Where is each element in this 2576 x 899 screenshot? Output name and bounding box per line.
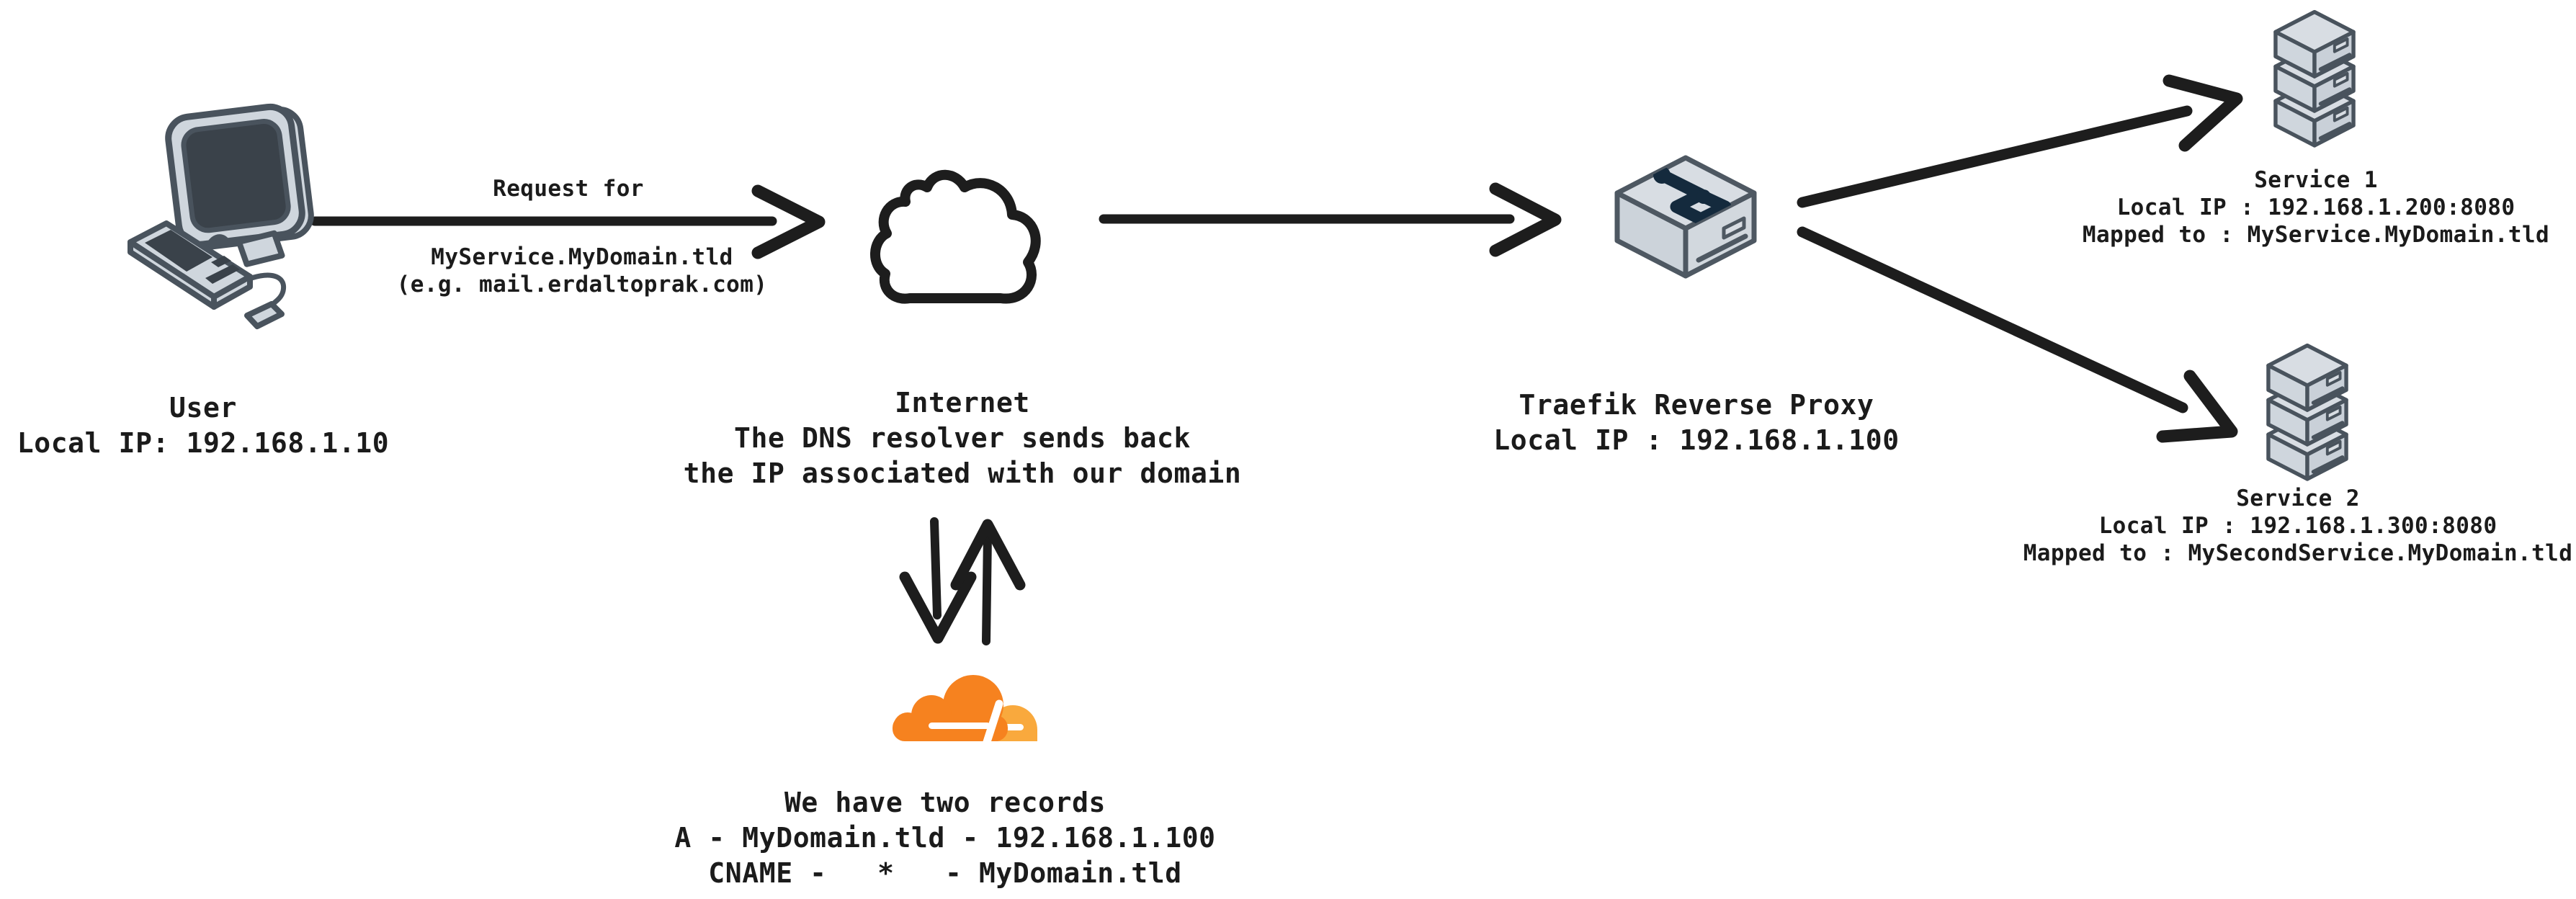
arrow-user-to-internet [310,184,826,259]
computer-icon [128,103,314,329]
cloudflare-label: We have two records A - MyDomain.tld - 1… [674,785,1215,891]
internet-title: Internet [895,387,1030,419]
cloud-icon [870,169,1041,304]
traefik-ip: Local IP : 192.168.1.100 [1493,424,1900,456]
cloudflare-records-title: We have two records [784,787,1106,818]
traefik-title: Traefik Reverse Proxy [1519,389,1874,421]
request-label-top: Request for [493,175,644,202]
internet-label: Internet The DNS resolver sends back the… [684,385,1242,491]
request-for-text: Request for [493,176,644,202]
server-stack-icon-service2 [2253,344,2361,481]
server-stack-icon-service1 [2260,11,2369,148]
service2-label: Service 2 Local IP : 192.168.1.300:8080 … [2023,485,2573,567]
cloudflare-record-a: A - MyDomain.tld - 192.168.1.100 [674,822,1216,854]
arrow-traefik-to-service1 [1797,74,2243,208]
traefik-label: Traefik Reverse Proxy Local IP : 192.168… [1493,388,1899,458]
traefik-icon [1614,155,1757,279]
service1-mapped: Mapped to : MyService.MyDomain.tld [2082,222,2550,248]
service1-label: Service 1 Local IP : 192.168.1.200:8080 … [2083,166,2549,249]
user-ip: Local IP: 192.168.1.10 [17,427,390,459]
arrow-cloudflare-to-internet [950,519,1026,645]
internet-desc-2: the IP associated with our domain [683,457,1242,489]
service1-title: Service 1 [2254,167,2378,193]
arrow-internet-to-cloudflare [899,517,977,644]
request-label-bottom: MyService.MyDomain.tld (e.g. mail.erdalt… [397,243,768,298]
service1-ip: Local IP : 192.168.1.200:8080 [2116,194,2515,220]
internet-desc-1: The DNS resolver sends back [734,422,1191,454]
arrow-internet-to-traefik [1099,182,1562,257]
service2-title: Service 2 [2236,486,2360,511]
user-title: User [169,392,237,424]
service2-mapped: Mapped to : MySecondService.MyDomain.tld [2023,540,2573,566]
service2-ip: Local IP : 192.168.1.300:8080 [2098,513,2497,539]
user-label: User Local IP: 192.168.1.10 [17,390,390,461]
cloudflare-icon [893,675,1037,748]
request-example-text: (e.g. mail.erdaltoprak.com) [396,272,768,298]
arrow-traefik-to-service2 [1797,226,2238,443]
cloudflare-record-cname: CNAME - * - MyDomain.tld [708,857,1182,889]
request-domain-text: MyService.MyDomain.tld [431,244,733,270]
